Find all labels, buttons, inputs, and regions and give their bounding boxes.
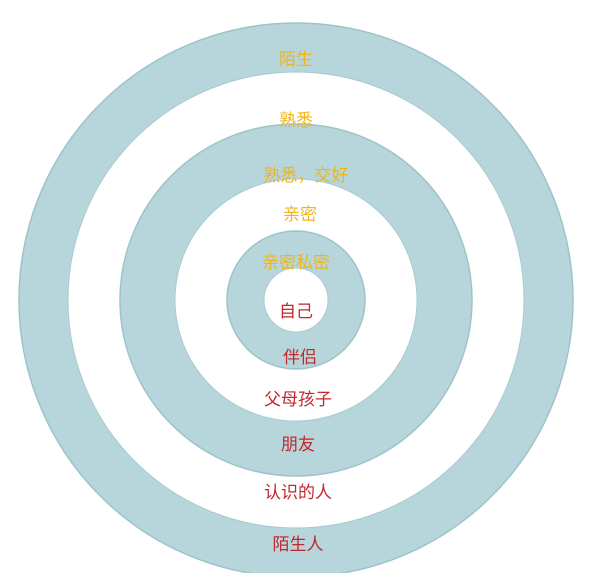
label-intimate-private-zone: 亲密私密	[262, 253, 330, 273]
label-intimate-zone: 亲密	[283, 205, 317, 225]
label-stranger-zone: 陌生	[279, 50, 313, 70]
label-parents-children: 父母孩子	[264, 390, 332, 410]
label-partner: 伴侣	[283, 348, 317, 368]
ring-center-self	[263, 267, 329, 333]
label-strangers: 陌生人	[273, 535, 324, 555]
label-familiar-zone: 熟悉	[279, 110, 313, 131]
label-acquaintances: 认识的人	[264, 483, 332, 503]
label-self: 自己	[279, 302, 313, 322]
label-familiar-friendly-zone: 熟悉，交好	[264, 165, 349, 186]
label-friends: 朋友	[281, 435, 315, 455]
